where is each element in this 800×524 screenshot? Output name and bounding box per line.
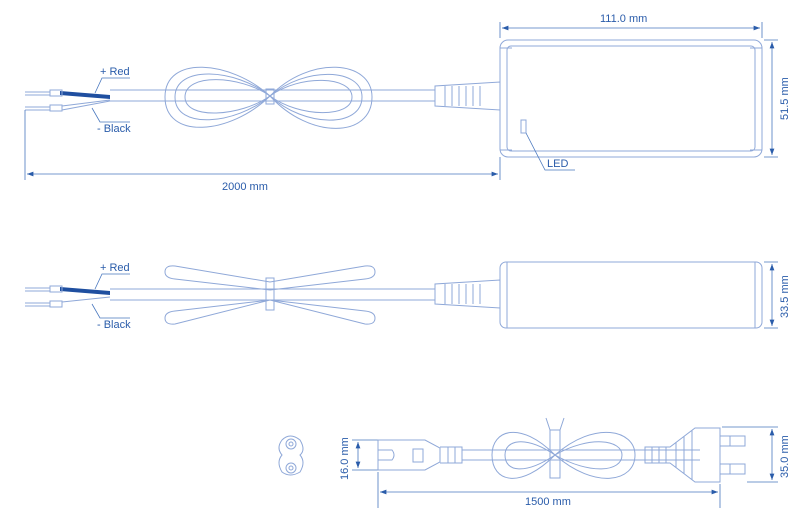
wire-negative-label-side: - Black [97,319,131,331]
c7-connector [377,439,463,471]
dimension-height-top: 51.5 mm [764,39,791,158]
wire-positive-label-side: + Red [100,262,130,274]
euro-plug [644,427,746,483]
cable-coil [164,66,373,129]
wire-red [60,91,110,99]
cable-coil-side [164,265,376,325]
dimension-cable-length: 2000 mm [24,110,501,193]
dc-cable-top [25,66,501,129]
led-indicator [520,119,527,134]
adapter-body-side [499,261,763,329]
adapter-body-top [499,39,763,158]
dimension-plug: 35.0 mm [722,426,791,483]
top-view: LED + Red - Black 111.0 mm [24,13,791,193]
wire-black [25,99,111,112]
mains-length-label: 1500 mm [525,496,571,508]
width-dim-label: 111.0 mm [600,13,647,25]
side-view: + Red - Black 33.5 mm [25,261,791,331]
height-dim-label: 51.5 mm [779,77,791,120]
dimension-width: 111.0 mm [499,13,763,38]
mains-cord: 16.0 mm 35.0 mm 1500 mm [278,417,791,508]
led-label: LED [547,158,568,170]
plug-dim-label: 35.0 mm [779,435,791,478]
c7-socket-end-view [278,435,304,476]
dimension-mains-length: 1500 mm [377,472,721,508]
cord-coil [491,417,636,479]
wire-positive-label: + Red [100,66,130,78]
wire-red-side [60,287,110,295]
connector-dim-label: 16.0 mm [339,437,351,480]
wire-negative-label: - Black [97,123,131,135]
cable-length-label: 2000 mm [222,181,268,193]
cable-tie [265,88,275,105]
side-height-dim-label: 33.5 mm [779,275,791,318]
dimension-connector: 16.0 mm [339,437,378,480]
dimension-height-side: 33.5 mm [764,261,791,329]
